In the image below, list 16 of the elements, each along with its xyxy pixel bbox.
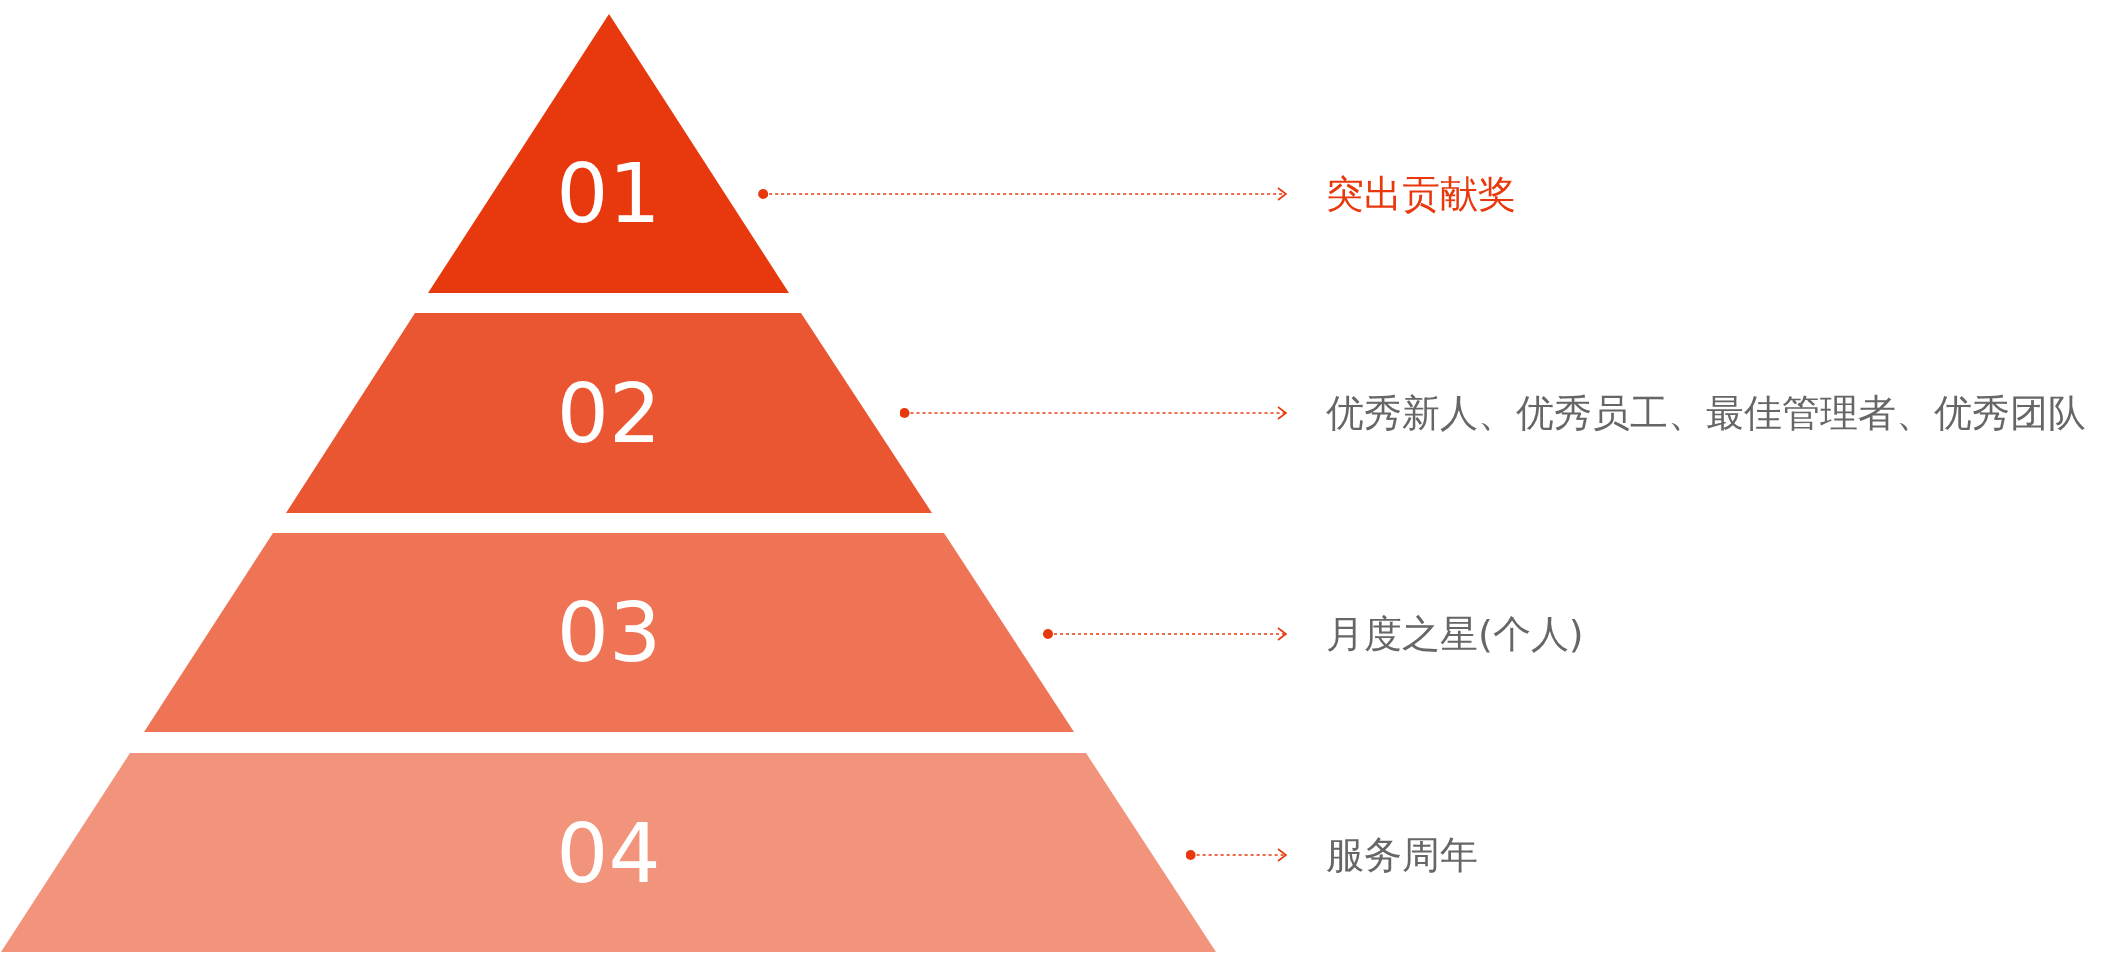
layer-number: 01 — [555, 153, 662, 235]
award-label: 服务周年 — [1286, 836, 1478, 874]
pyramid-layer — [1, 753, 1216, 952]
connector-arrow — [1043, 627, 1287, 641]
pyramid-layer — [286, 313, 932, 513]
award-label: 突出贡献奖 — [1286, 175, 1516, 213]
layer-number: 04 — [555, 813, 662, 895]
connector-arrow — [1185, 848, 1287, 862]
connector-arrow — [758, 187, 1287, 201]
award-label: 月度之星(个人) — [1286, 615, 1584, 653]
pyramid-layer — [144, 533, 1074, 732]
award-label: 优秀新人、优秀员工、最佳管理者、优秀团队 — [1286, 394, 2086, 432]
layer-number: 03 — [555, 592, 663, 674]
pyramid-layer — [428, 14, 789, 293]
layer-number: 02 — [555, 373, 663, 455]
connector-arrow — [899, 406, 1287, 420]
